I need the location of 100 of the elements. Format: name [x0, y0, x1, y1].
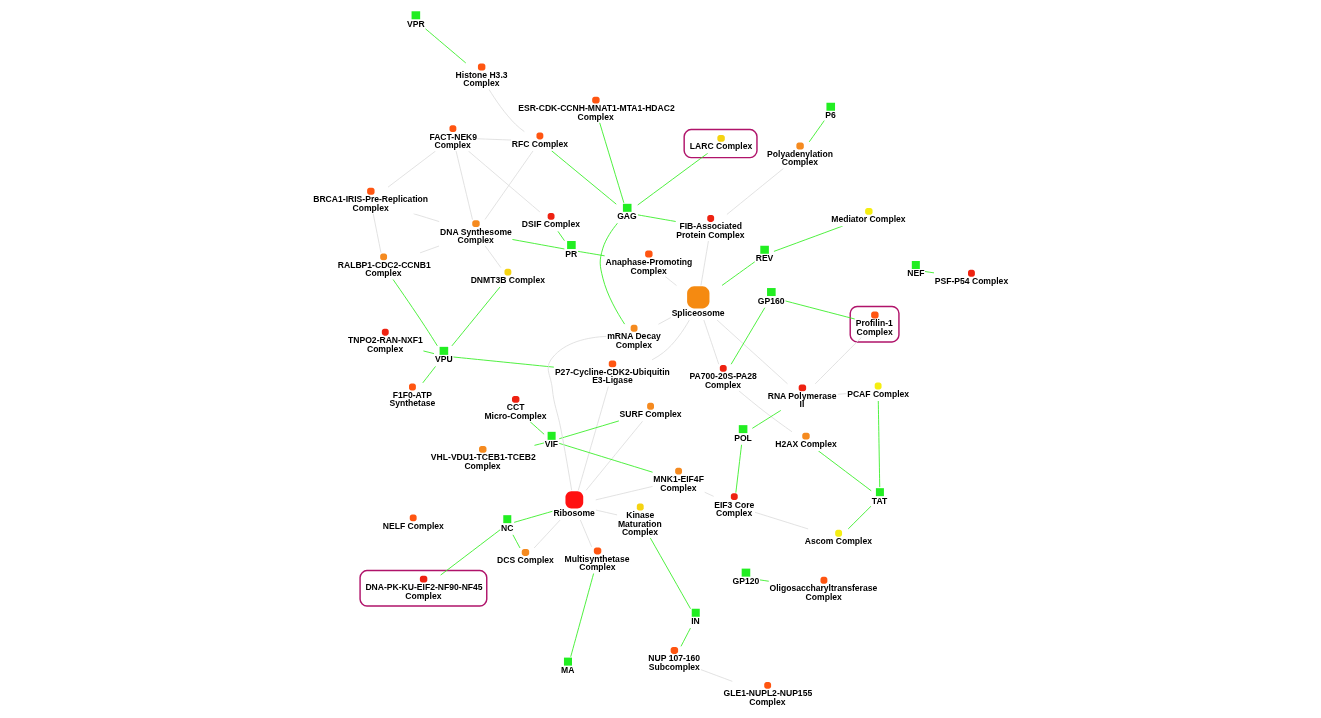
node-label: Anaphase-Promoting Complex: [605, 256, 693, 276]
connector: [700, 669, 733, 682]
connector: [700, 240, 709, 286]
node-label: IN: [691, 616, 700, 627]
node-label: Spliceosome: [671, 307, 725, 318]
connector: [534, 442, 545, 446]
node-label: RFC Complex: [511, 138, 569, 149]
connector: [637, 214, 677, 222]
connector: [585, 420, 644, 491]
connector: [372, 213, 382, 254]
connector: [577, 250, 606, 257]
node-label: VIF: [544, 439, 559, 450]
connector: [716, 319, 788, 385]
node-label: DNMT3B Complex: [470, 275, 545, 286]
node-label: DNA-PK-KU-EIF2-NF90-NF45 Complex: [365, 581, 483, 601]
node-label: NEF: [907, 268, 925, 279]
node-label: VHL-VDU1-TCEB1-TCEB2 Complex: [430, 452, 536, 471]
connector: [649, 537, 691, 610]
connector: [513, 510, 553, 523]
connector: [452, 356, 555, 368]
connector: [551, 150, 617, 205]
connector: [467, 150, 541, 213]
connector: [754, 511, 809, 530]
node-label: DCS Complex: [497, 555, 554, 566]
connector: [413, 213, 440, 222]
connector: [726, 168, 784, 215]
connector: [484, 245, 502, 269]
connector: [392, 278, 438, 347]
connector: [547, 335, 607, 491]
node-label: mRNA Decay Complex: [607, 331, 661, 350]
connector: [577, 386, 609, 491]
connector: [751, 409, 782, 429]
connector: [424, 28, 467, 64]
connector: [595, 509, 618, 516]
connector: [488, 88, 525, 132]
connector: [680, 627, 691, 647]
connector: [579, 519, 593, 548]
connector: [455, 150, 473, 220]
connector: [558, 420, 620, 440]
connector: [422, 365, 437, 384]
connector: [730, 306, 766, 365]
connector: [703, 319, 720, 365]
connector: [558, 442, 653, 473]
connector: [484, 150, 534, 220]
connector: [738, 390, 793, 433]
connector: [877, 400, 881, 488]
node-label: PA700-20S-PA28 Complex: [689, 371, 757, 390]
node-box: [547, 431, 556, 440]
node-box: [911, 261, 920, 269]
connector: [599, 222, 626, 325]
connector: [637, 152, 709, 206]
connector: [814, 337, 862, 385]
node-label: GLE1-NUPL2-NUP155 Complex: [723, 688, 813, 707]
connector: [704, 491, 715, 497]
node-label: MA: [561, 665, 575, 676]
node-label: FIB-Associated Protein Complex: [676, 221, 745, 240]
connector: [440, 529, 501, 576]
connector: [759, 579, 770, 582]
connector: [529, 421, 545, 435]
node-label: Ascom Complex: [804, 536, 873, 547]
node-box: [760, 245, 769, 254]
connector: [599, 122, 625, 204]
node-label: REV: [755, 253, 774, 264]
node-label: Profilin-1 Complex: [855, 317, 893, 337]
cluster: [849, 305, 900, 343]
connector: [721, 261, 756, 286]
node-label: Polyadenylation Complex: [767, 148, 833, 168]
connector: [651, 319, 690, 361]
connector: [735, 443, 743, 494]
connector: [664, 276, 677, 286]
node-box: [691, 608, 700, 617]
node-label: H2AX Complex: [775, 439, 837, 450]
connector: [533, 519, 561, 549]
node-label: F1F0-ATP Synthetase: [389, 389, 436, 409]
connector: [387, 150, 436, 188]
node-box: [563, 657, 572, 666]
connector: [924, 271, 935, 274]
node-label: Multisynthetase Complex: [564, 553, 630, 573]
node-label: Histone H3.3 Complex: [455, 69, 508, 89]
node-label: MNK1-EIF4F Complex: [653, 473, 704, 493]
connector: [422, 350, 435, 354]
connector: [658, 317, 672, 325]
node-label: PSF-P54 Complex: [934, 276, 1009, 287]
node-label: ESR-CDK-CCNH-MNAT1-MTA1-HDAC2 Complex: [518, 103, 675, 122]
connector: [808, 120, 825, 143]
node-label: Oligosaccharyltransferase Complex: [769, 583, 878, 602]
cluster: [359, 569, 488, 607]
connector: [817, 450, 872, 492]
node-label: NUP 107-160 Subcomplex: [648, 653, 701, 672]
node-label: NELF Complex: [382, 520, 444, 531]
connector: [512, 534, 521, 549]
node-label: EIF3 Core Complex: [714, 499, 755, 519]
node-label: DNA Synthesome Complex: [440, 226, 512, 246]
connector: [595, 485, 654, 501]
connector: [773, 225, 844, 252]
connector: [847, 505, 872, 530]
connector: [511, 239, 565, 250]
connector: [557, 230, 565, 242]
cluster: [683, 128, 758, 159]
connector: [451, 286, 501, 347]
